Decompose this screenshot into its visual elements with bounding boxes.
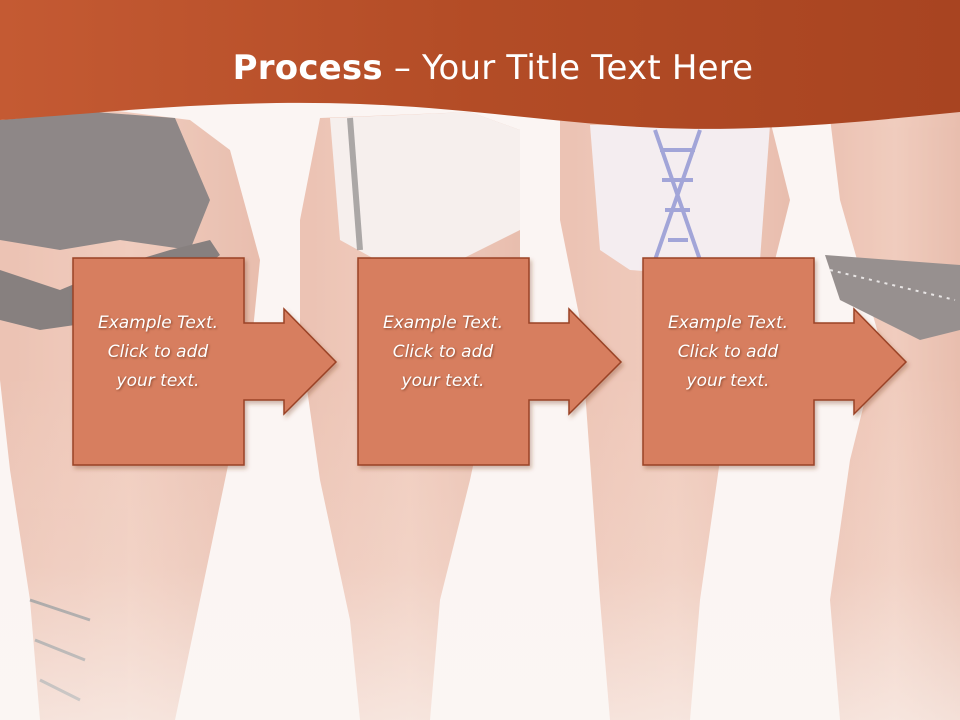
slide-title[interactable]: Process – Your Title Text Here [0, 48, 960, 88]
step-arrow-shape [72, 257, 338, 466]
title-bold: Process [232, 48, 383, 88]
process-step-3[interactable]: Example Text. Click to add your text. [642, 257, 960, 467]
step-text[interactable]: Example Text. Click to add your text. [382, 313, 504, 391]
step-arrow-shape [642, 257, 908, 466]
title-separator: – [382, 48, 423, 88]
process-step-1[interactable]: Example Text. Click to add your text. [72, 257, 412, 467]
step-text[interactable]: Example Text. Click to add your text. [667, 313, 789, 391]
step-arrow-shape [357, 257, 623, 466]
step-text[interactable]: Example Text. Click to add your text. [97, 313, 219, 391]
title-banner [0, 0, 960, 129]
title-text: Your Title Text Here [422, 48, 754, 88]
process-step-2[interactable]: Example Text. Click to add your text. [357, 257, 697, 467]
